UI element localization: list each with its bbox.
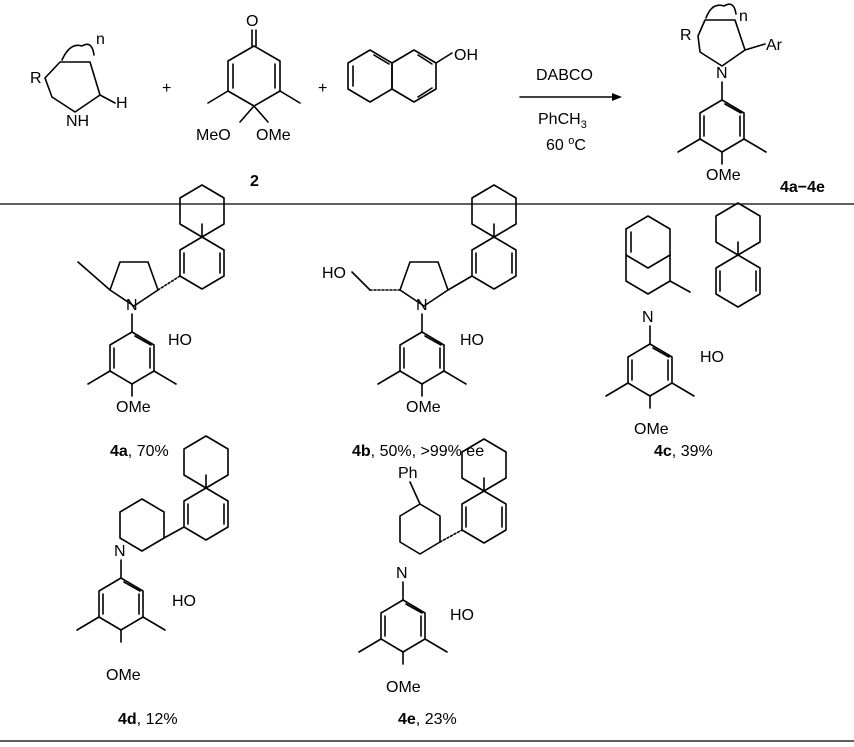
- 4a-n-atom: N: [126, 297, 138, 314]
- temperature-label: 60 oC: [546, 135, 586, 154]
- 4a-oh-label: HO: [168, 332, 192, 349]
- reactant-1-pyrrolidine: R n NH H: [30, 31, 128, 130]
- 4b-side-oh-label: HO: [322, 265, 346, 282]
- 4e-caption: 4e, 23%: [398, 711, 457, 728]
- compound-4c: N HO OMe 4c, 39%: [605, 202, 761, 460]
- 4b-caption: 4b, 50%, >99% ee: [352, 443, 484, 460]
- 4c-ome-label: OMe: [634, 421, 669, 438]
- compound-4d: N HO OMe 4d, 12%: [76, 435, 229, 728]
- 4e-oh-label: HO: [450, 607, 474, 624]
- 4c-caption: 4c, 39%: [654, 443, 713, 460]
- n-index-label: n: [96, 31, 105, 48]
- oh-label: OH: [454, 47, 478, 64]
- 4a-ome-label: OMe: [116, 399, 151, 416]
- product-r-label: R: [680, 27, 692, 44]
- 4d-caption: 4d, 12%: [118, 711, 178, 728]
- 4c-n-atom: N: [642, 309, 654, 326]
- plus-sign-2: +: [318, 80, 327, 97]
- product-ar-label: Ar: [766, 37, 783, 54]
- r-label: R: [30, 70, 42, 87]
- product-ome-label: OMe: [706, 167, 741, 184]
- reactant-3-2-naphthol: OH: [347, 47, 478, 103]
- reaction-conditions: DABCO PhCH3 60 oC: [519, 67, 622, 154]
- compound-4a: N HO OMe 4a, 70%: [77, 184, 225, 460]
- nh-label: NH: [66, 113, 89, 130]
- 4e-ph-label: Ph: [398, 465, 418, 482]
- 4d-n-atom: N: [114, 543, 126, 560]
- compound-4e: Ph N HO OMe 4e, 23%: [358, 438, 507, 728]
- product-n-atom: N: [716, 65, 728, 82]
- product-range-label: 4a−4e: [780, 179, 825, 196]
- 4d-oh-label: HO: [172, 593, 196, 610]
- 4b-n-atom: N: [416, 297, 428, 314]
- product-general-structure: R n Ar N OMe 4a−4e: [677, 3, 825, 196]
- 4b-ome-label: OMe: [406, 399, 441, 416]
- 4b-oh-label: HO: [460, 332, 484, 349]
- product-n-index: n: [739, 8, 748, 25]
- 4e-n-atom: N: [396, 565, 408, 582]
- h-label: H: [116, 95, 128, 112]
- ome-left-label: MeO: [196, 127, 231, 144]
- solvent-label: PhCH3: [538, 111, 587, 131]
- 4d-ome-label: OMe: [106, 667, 141, 684]
- 4e-ome-label: OMe: [386, 679, 421, 696]
- reactant-2-quinone-monoketal: O MeO OMe 2: [196, 13, 301, 190]
- 4c-oh-label: HO: [700, 349, 724, 366]
- reagent-dabco: DABCO: [536, 67, 593, 84]
- 4a-caption: 4a, 70%: [110, 443, 169, 460]
- carbonyl-oxygen-label: O: [246, 13, 258, 30]
- compound-4b: HO N HO OMe 4b, 50%, >99% ee: [322, 184, 517, 460]
- plus-sign-1: +: [162, 80, 171, 97]
- ome-right-label: OMe: [256, 127, 291, 144]
- compound-2-number: 2: [250, 173, 259, 190]
